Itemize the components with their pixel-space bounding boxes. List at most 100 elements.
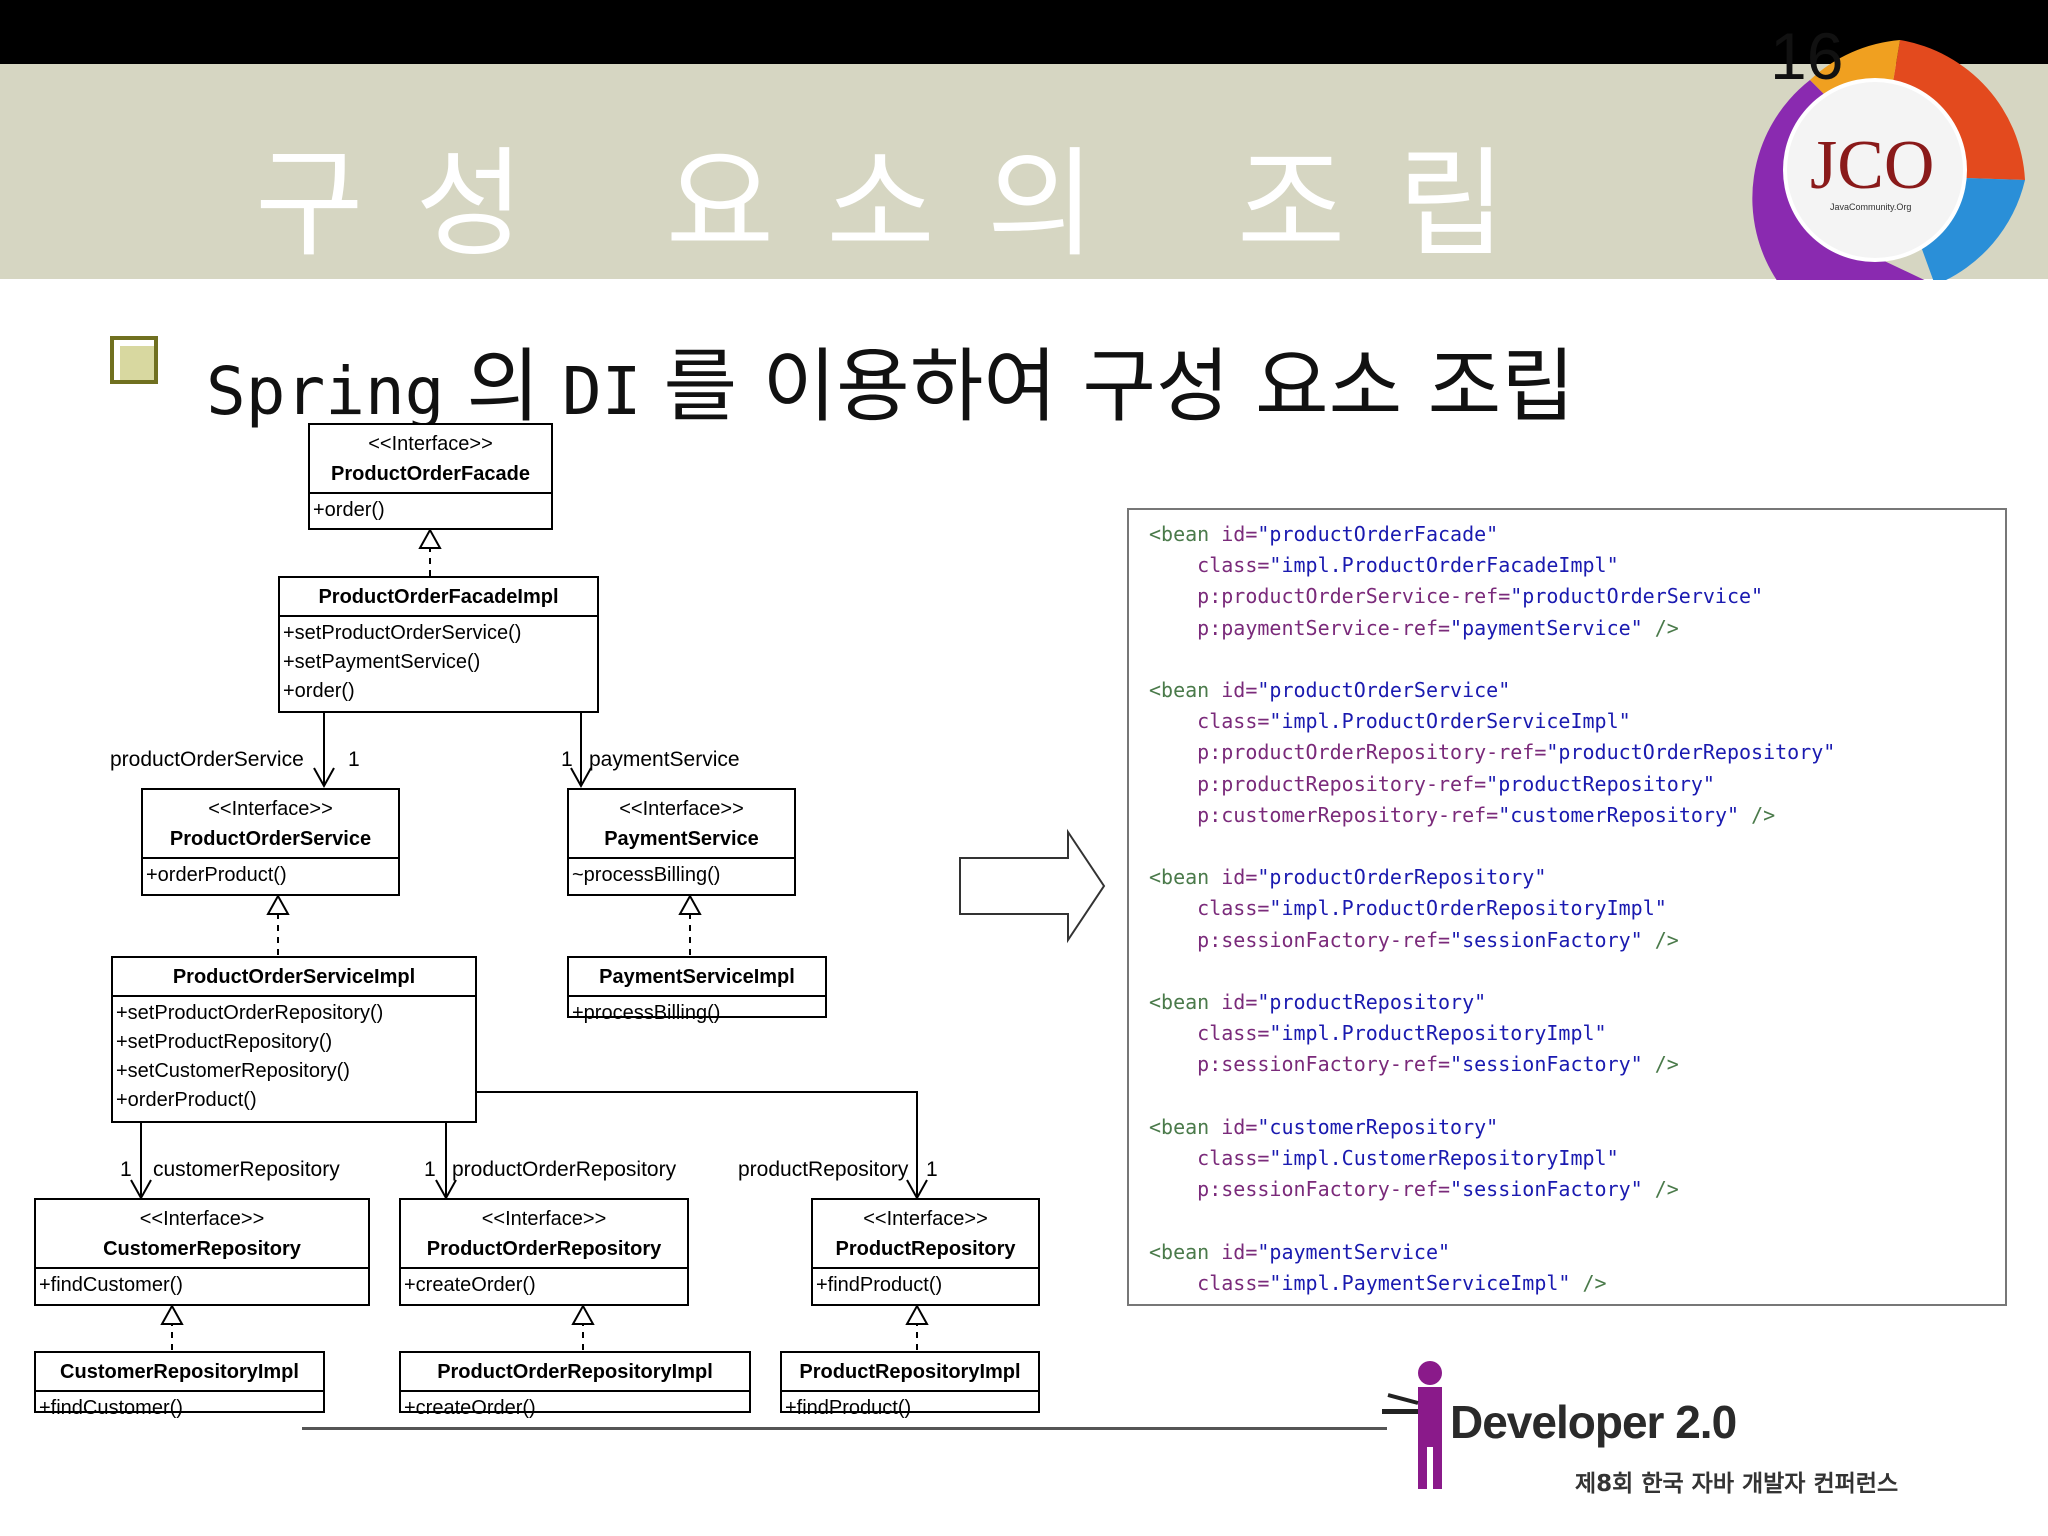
label-productorderservice: productOrderService bbox=[110, 748, 304, 771]
code-token: <bean bbox=[1149, 1239, 1222, 1264]
code-line: p:productOrderRepository-ref="productOrd… bbox=[1149, 740, 1835, 764]
top-black-bar bbox=[0, 0, 2048, 64]
class-name: ProductOrderRepository bbox=[426, 1238, 662, 1260]
class-customerrepositoryimpl: CustomerRepositoryImpl +findCustomer() bbox=[34, 1351, 325, 1419]
code-line: p:customerRepository-ref="customerReposi… bbox=[1149, 803, 1775, 827]
label-multiplicity: 1 bbox=[561, 748, 573, 771]
class-name: ProductOrderService bbox=[169, 828, 372, 850]
footer-subtitle: 제8회 한국 자바 개발자 컨퍼런스 bbox=[1575, 1471, 1899, 1497]
class-name: ProductRepository bbox=[835, 1238, 1016, 1260]
code-line: p:productOrderService-ref="productOrderS… bbox=[1149, 584, 1763, 608]
code-token: class= bbox=[1149, 1270, 1270, 1295]
operation: +processBilling() bbox=[572, 1002, 721, 1024]
class-name: ProductOrderFacade bbox=[331, 463, 530, 485]
code-token: p:sessionFactory-ref= bbox=[1149, 1052, 1451, 1077]
label-productorderrepository: productOrderRepository bbox=[452, 1158, 677, 1181]
code-token: "impl.CustomerRepositoryImpl" bbox=[1269, 1146, 1619, 1170]
class-productorderservice: <<Interface>>ProductOrderService +orderP… bbox=[141, 788, 400, 896]
code-token: p:customerRepository-ref= bbox=[1149, 802, 1499, 827]
stereotype: <<Interface>> bbox=[863, 1208, 988, 1230]
label-multiplicity: 1 bbox=[120, 1158, 132, 1181]
code-line: <bean id="paymentService" bbox=[1149, 1240, 1450, 1264]
label-paymentservice: paymentService bbox=[589, 748, 740, 771]
class-name: ProductOrderRepositoryImpl bbox=[437, 1361, 713, 1383]
code-token: "impl.PaymentServiceImpl" bbox=[1269, 1270, 1571, 1295]
label-multiplicity: 1 bbox=[926, 1158, 938, 1181]
code-token: "productRepository" bbox=[1257, 990, 1487, 1014]
subtitle-ui: 의 bbox=[466, 340, 541, 433]
code-token: /> bbox=[1642, 1177, 1679, 1202]
code-token: "sessionFactory" bbox=[1450, 927, 1643, 952]
operation: +setProductOrderService() bbox=[283, 622, 522, 644]
code-token: "impl.ProductOrderServiceImpl" bbox=[1269, 709, 1631, 734]
code-token: "customerRepository" bbox=[1498, 802, 1740, 827]
operation: +findCustomer() bbox=[39, 1397, 183, 1419]
class-productorderrepository: <<Interface>>ProductOrderRepository +cre… bbox=[399, 1198, 689, 1306]
stereotype: <<Interface>> bbox=[139, 1208, 265, 1230]
class-name: CustomerRepositoryImpl bbox=[60, 1361, 299, 1383]
code-token: class= bbox=[1149, 896, 1270, 921]
slide-number: 16 bbox=[1770, 19, 1844, 93]
label-multiplicity: 1 bbox=[424, 1158, 436, 1181]
subtitle-di: DI bbox=[562, 353, 642, 430]
subtitle-spring: Spring bbox=[206, 353, 445, 430]
operation: +findCustomer() bbox=[39, 1274, 183, 1296]
code-line: p:paymentService-ref="paymentService" /> bbox=[1149, 616, 1679, 640]
label-customerrepository: customerRepository bbox=[153, 1158, 340, 1181]
code-token: class= bbox=[1149, 1021, 1270, 1046]
class-productrepositoryimpl: ProductRepositoryImpl +findProduct() bbox=[780, 1351, 1040, 1419]
slide-title: 구성 요소의 조립 bbox=[255, 135, 1558, 273]
code-token: id= bbox=[1221, 1114, 1258, 1139]
code-token: "productRepository" bbox=[1486, 771, 1715, 796]
operation: +createOrder() bbox=[404, 1397, 536, 1419]
code-line: class="impl.CustomerRepositoryImpl" bbox=[1149, 1146, 1619, 1170]
code-token: "productOrderFacade" bbox=[1257, 522, 1499, 546]
code-token: class= bbox=[1149, 553, 1270, 578]
code-token: id= bbox=[1221, 1239, 1258, 1264]
code-token: "productOrderRepository" bbox=[1257, 865, 1547, 890]
operation: +order() bbox=[313, 499, 385, 521]
code-token: <bean bbox=[1149, 1114, 1222, 1139]
developer-figure-icon bbox=[1382, 1361, 1442, 1489]
code-token: p:productRepository-ref= bbox=[1149, 771, 1487, 796]
code-token: id= bbox=[1221, 678, 1258, 702]
code-token: "impl.ProductOrderFacadeImpl" bbox=[1269, 553, 1619, 578]
code-token: class= bbox=[1149, 709, 1270, 734]
class-productorderrepositoryimpl: ProductOrderRepositoryImpl +createOrder(… bbox=[399, 1351, 751, 1419]
class-name: ProductOrderServiceImpl bbox=[172, 966, 416, 988]
code-token: <bean bbox=[1149, 678, 1222, 702]
code-token: "sessionFactory" bbox=[1450, 1052, 1643, 1077]
code-token: <bean bbox=[1149, 990, 1222, 1014]
code-token: id= bbox=[1221, 990, 1258, 1014]
code-line: p:productRepository-ref="productReposito… bbox=[1149, 772, 1715, 796]
spring-xml-code-box: <bean id="productOrderFacade" class="imp… bbox=[1127, 508, 2007, 1306]
code-token: p:productOrderRepository-ref= bbox=[1149, 740, 1547, 765]
code-line: class="impl.PaymentServiceImpl" /> bbox=[1149, 1270, 1607, 1295]
code-line: <bean id="productOrderRepository" bbox=[1149, 865, 1546, 889]
code-token: <bean bbox=[1149, 522, 1222, 546]
operation: +setProductOrderRepository() bbox=[116, 1002, 384, 1024]
code-token: "productOrderService" bbox=[1510, 584, 1764, 609]
code-token: "sessionFactory" bbox=[1450, 1177, 1643, 1202]
code-line: class="impl.ProductOrderRepositoryImpl" bbox=[1149, 896, 1667, 920]
code-line: class="impl.ProductOrderServiceImpl" bbox=[1149, 709, 1631, 733]
operation: ~processBilling() bbox=[572, 864, 721, 886]
class-customerrepository: <<Interface>>CustomerRepository +findCus… bbox=[34, 1198, 370, 1306]
code-token: /> bbox=[1570, 1270, 1607, 1295]
class-productorderserviceimpl: ProductOrderServiceImpl +setProductOrder… bbox=[111, 956, 477, 1123]
class-paymentserviceimpl: PaymentServiceImpl +processBilling() bbox=[567, 956, 827, 1024]
jco-logo: JCO JavaCommunity.Org bbox=[1752, 40, 2025, 280]
title-band bbox=[0, 64, 2048, 279]
code-token: "customerRepository" bbox=[1257, 1114, 1499, 1139]
code-line: class="impl.ProductRepositoryImpl" bbox=[1149, 1021, 1606, 1046]
stereotype: <<Interface>> bbox=[481, 1208, 607, 1230]
operation: +findProduct() bbox=[785, 1397, 912, 1419]
code-token: "productOrderRepository" bbox=[1546, 740, 1836, 765]
operation: +findProduct() bbox=[816, 1274, 943, 1296]
code-token: /> bbox=[1642, 615, 1679, 640]
code-token: id= bbox=[1221, 865, 1258, 890]
operation: +setPaymentService() bbox=[283, 651, 481, 673]
class-name: PaymentService bbox=[604, 828, 759, 850]
code-token: /> bbox=[1642, 1052, 1679, 1077]
